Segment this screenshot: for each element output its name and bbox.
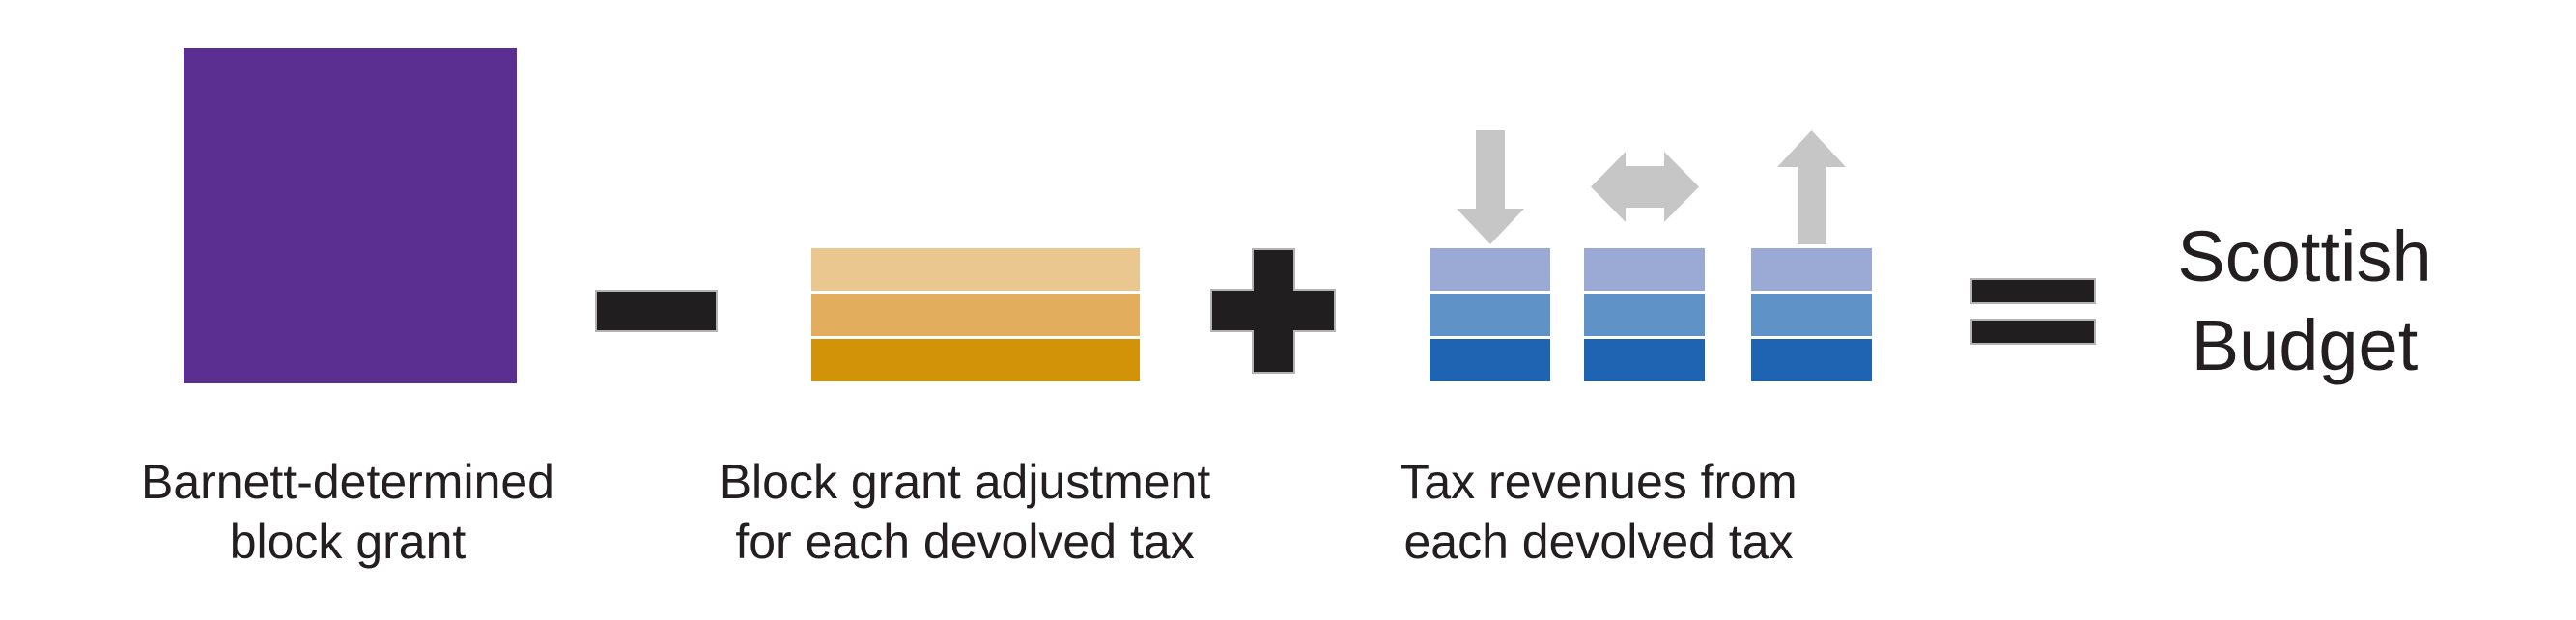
tax-bar-light	[1584, 248, 1705, 291]
bga-bar-medium	[811, 294, 1140, 336]
scottish-budget-text-line1: Scottish	[2177, 216, 2432, 296]
block-grant-adjustment-label-line1: Block grant adjustment	[719, 455, 1211, 509]
tax-bar-medium	[1430, 294, 1550, 336]
block-grant-adjustment-label-line2: for each devolved tax	[735, 515, 1195, 569]
tax-bar-medium	[1751, 294, 1872, 336]
tax-bar-dark	[1430, 339, 1550, 381]
block-grant-adjustment-label: Block grant adjustment for each devolved…	[694, 452, 1235, 572]
equals-icon	[1970, 278, 2096, 304]
tax-revenues-label-line1: Tax revenues from	[1400, 455, 1798, 509]
bga-bar-dark	[811, 339, 1140, 381]
left-right-arrow-icon	[1591, 152, 1699, 222]
tax-revenues-label-line2: each devolved tax	[1403, 515, 1794, 569]
tax-bar-dark	[1751, 339, 1872, 381]
equals-icon	[1970, 319, 2096, 345]
tax-bar-light	[1751, 248, 1872, 291]
tax-revenue-column-2	[1584, 248, 1705, 381]
bga-bar-light	[811, 248, 1140, 291]
up-arrow-icon	[1777, 130, 1846, 244]
minus-icon	[595, 290, 718, 332]
tax-revenues-label: Tax revenues from each devolved tax	[1328, 452, 1869, 572]
scottish-budget-text-line2: Budget	[2191, 305, 2419, 385]
down-arrow-icon	[1457, 130, 1524, 244]
plus-icon	[1210, 248, 1336, 374]
tax-bar-dark	[1584, 339, 1705, 381]
scottish-budget-text: Scottish Budget	[2121, 212, 2488, 390]
tax-revenue-column-3	[1751, 248, 1872, 381]
block-grant-label-line1: Barnett-determined	[140, 455, 554, 509]
tax-revenue-column-1	[1430, 248, 1550, 381]
tax-bar-medium	[1584, 294, 1705, 336]
tax-bar-light	[1430, 248, 1550, 291]
block-grant-label-line2: block grant	[229, 515, 467, 569]
block-grant-label: Barnett-determined block grant	[106, 452, 589, 572]
block-grant-square	[184, 48, 517, 383]
block-grant-adjustment-bars	[811, 248, 1140, 381]
